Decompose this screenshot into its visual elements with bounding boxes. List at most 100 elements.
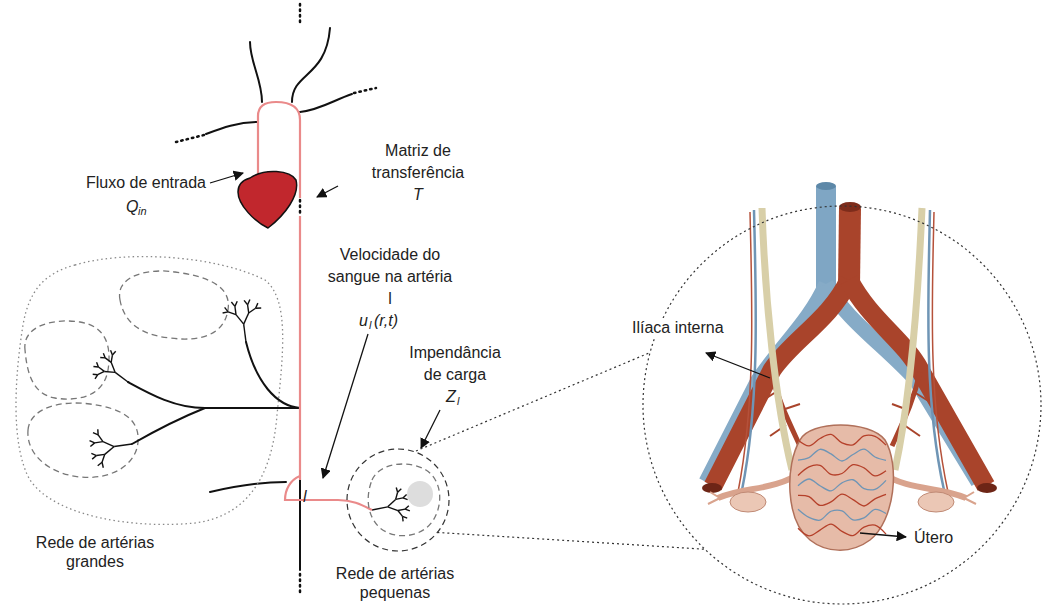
illustration-part <box>223 312 229 313</box>
illustration-part <box>798 449 886 461</box>
illustration-part <box>111 355 112 362</box>
zoom-connector <box>437 532 705 549</box>
illustration-part <box>104 371 115 373</box>
illustration-part <box>798 434 886 446</box>
illustration-part <box>299 4 302 22</box>
illustration-part <box>895 208 922 470</box>
illustration-part <box>285 476 372 510</box>
illustration-part <box>132 408 205 444</box>
illustration-part <box>299 200 302 214</box>
illustration-part <box>91 453 96 455</box>
illustration-part <box>236 315 244 325</box>
symbol: Q <box>126 196 138 218</box>
illustration-part <box>860 533 906 537</box>
illustration-part <box>372 507 388 510</box>
network-heading: Rede de artérias grandes <box>20 533 170 571</box>
matrix-label: Matriz de transferência <box>358 140 478 184</box>
illustration-part <box>932 212 948 492</box>
illustration-part <box>120 271 229 339</box>
illustration-part <box>730 492 766 512</box>
illustration-part <box>111 362 115 372</box>
magnified-view: Ilíaca internaÚtero <box>642 205 1042 605</box>
illustration-part <box>299 574 302 592</box>
node-outline <box>642 205 1042 605</box>
illustration-part <box>248 305 249 313</box>
symbol: (r,t) <box>374 310 398 332</box>
illustration-part <box>849 208 850 286</box>
symbol: T <box>413 184 423 206</box>
velocity-label: Velocidade do sangue na artéria l <box>325 244 455 310</box>
illustration-part <box>762 208 792 470</box>
symbol: u <box>359 310 368 332</box>
illustration-part <box>790 425 894 550</box>
node-outline <box>346 448 450 552</box>
illustration-part <box>354 88 376 93</box>
illustration-part <box>816 182 836 190</box>
illustration-part <box>225 307 229 311</box>
illustration-part <box>98 462 102 466</box>
illustration-part <box>798 434 886 536</box>
illustration-part <box>977 483 997 493</box>
continuation-dots <box>176 4 376 592</box>
anatomy-label: Ilíaca interna <box>630 318 726 337</box>
illustration-part <box>95 442 103 443</box>
illustration-part <box>396 498 403 499</box>
illustration-part <box>105 447 114 455</box>
illustration-part <box>798 509 886 520</box>
illustration-part <box>105 358 111 362</box>
illustration-part <box>928 210 944 490</box>
illustration-part <box>388 499 396 506</box>
anatomy-pointers <box>706 353 906 537</box>
illustration-part <box>206 122 258 134</box>
impedance-label: Impendância de carga <box>400 342 510 386</box>
illustration-part <box>299 216 301 480</box>
arteries <box>128 28 352 570</box>
illustration-part <box>97 454 105 455</box>
illustration-part <box>103 353 105 358</box>
illustration-part <box>742 210 756 490</box>
illustration-part <box>317 186 338 197</box>
illustration-part <box>798 479 886 491</box>
dotted-outline <box>16 257 283 525</box>
illustration-part <box>97 429 99 435</box>
illustration-part <box>114 444 132 447</box>
illustration-part <box>323 334 368 478</box>
anatomy-label: Útero <box>912 528 955 547</box>
pelvic-anatomy <box>702 182 997 550</box>
illustration-part <box>421 410 440 448</box>
illustration-part <box>798 494 886 506</box>
illustration-part <box>103 442 114 447</box>
illustration-part <box>798 465 886 476</box>
illustration-part <box>93 374 98 376</box>
illustration-part <box>228 312 236 315</box>
load-spot <box>407 481 433 507</box>
circle-outline <box>643 206 1041 604</box>
illustration-part <box>244 324 246 342</box>
illustration-part <box>405 509 410 511</box>
subscript: l <box>457 394 459 408</box>
heart <box>238 171 297 228</box>
illustration-part <box>235 301 237 306</box>
illustration-part <box>102 454 105 462</box>
illustration-part <box>250 42 262 102</box>
illustration-part <box>244 313 249 324</box>
illustration-part <box>25 321 109 399</box>
subnetwork-outline <box>368 464 440 536</box>
illustration-part <box>256 307 262 309</box>
illustration-part <box>97 362 99 367</box>
illustration-part <box>300 94 352 112</box>
illustration-part <box>115 372 128 382</box>
symbol: Z <box>446 386 456 408</box>
illustration-part <box>398 509 405 510</box>
modelled-arteries <box>258 102 372 510</box>
illustration-part <box>918 492 954 512</box>
illustration-part <box>398 511 403 517</box>
artery-index: l <box>303 486 307 508</box>
illustration-part <box>816 186 836 288</box>
illustration-part <box>839 202 861 212</box>
illustration-part <box>176 135 204 142</box>
illustration-part <box>299 480 301 570</box>
